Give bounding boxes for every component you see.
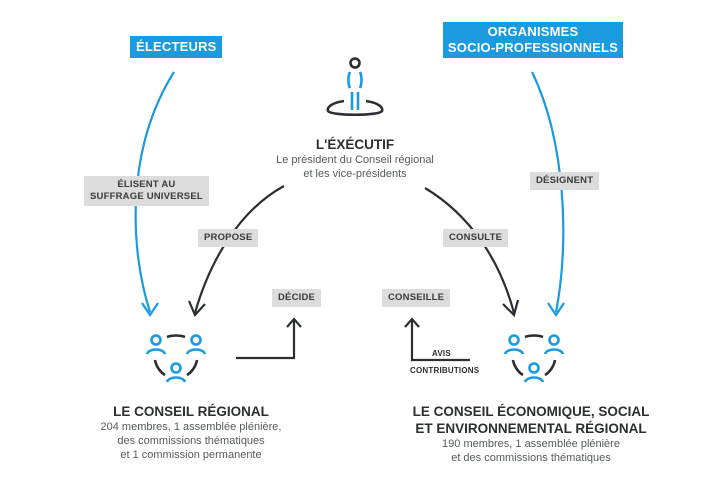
ceser-desc-line-1: 190 membres, 1 assemblée plénière: [442, 438, 620, 450]
arrow-decide: [236, 320, 296, 360]
executif-block: L'ÉXÉCUTIF Le président du Conseil régio…: [230, 136, 480, 181]
actor-electeurs: ÉLECTEURS: [130, 36, 222, 58]
conseil-regional-desc-line-2: des commissions thématiques: [117, 435, 265, 447]
group-network-icon: [503, 334, 565, 383]
group-network-icon: [145, 334, 207, 383]
ceser-block: LE CONSEIL ÉCONOMIQUE, SOCIAL ET ENVIRON…: [392, 403, 670, 465]
conseil-regional-desc-line-3: et 1 commission permanente: [120, 449, 262, 461]
tag-decide-label: DÉCIDE: [278, 292, 316, 303]
tag-avis-label: AVIS: [432, 349, 451, 358]
tag-consulte-label: CONSULTE: [449, 232, 503, 243]
tag-elisent-line-2: SUFFRAGE UNIVERSEL: [90, 191, 203, 202]
tag-designent-label: DÉSIGNENT: [536, 175, 594, 186]
arrowhead-conseille: [404, 317, 420, 328]
ceser-title-line-2: ET ENVIRONNEMENTAL RÉGIONAL: [415, 421, 647, 436]
arrowhead-decide: [286, 317, 302, 328]
arrow-conseille: [410, 320, 470, 362]
tag-contributions: CONTRIBUTIONS: [410, 366, 479, 375]
ceser-desc-line-2: et des commissions thématiques: [451, 452, 611, 464]
executif-desc-line-2: et les vice-présidents: [303, 168, 407, 180]
conseil-regional-desc-line-1: 204 membres, 1 assemblée plénière,: [100, 421, 282, 433]
arrowhead-designent: [547, 302, 565, 317]
tag-conseille-label: CONSEILLE: [388, 292, 445, 303]
tag-propose: PROPOSE: [198, 229, 259, 247]
tag-contributions-label: CONTRIBUTIONS: [410, 366, 480, 375]
executif-desc-line-1: Le président du Conseil régional: [276, 154, 434, 166]
tag-elisent-line-1: ÉLISENT AU: [117, 179, 176, 190]
tag-designent: DÉSIGNENT: [530, 172, 600, 190]
tag-propose-label: PROPOSE: [204, 232, 253, 243]
executif-title: L'ÉXÉCUTIF: [315, 137, 395, 152]
actor-organismes: ORGANISMES SOCIO-PROFESSIONNELS: [443, 22, 623, 58]
arrowhead-propose: [187, 300, 206, 318]
actor-electeurs-label: ÉLECTEURS: [136, 39, 217, 54]
tag-elisent: ÉLISENT AU SUFFRAGE UNIVERSEL: [84, 176, 209, 206]
actor-organismes-line-1: ORGANISMES: [487, 24, 579, 39]
person-on-platform-icon: [326, 57, 384, 117]
arrowhead-consulte: [502, 299, 520, 318]
arrowhead-elisent: [141, 302, 159, 317]
actor-organismes-line-2: SOCIO-PROFESSIONNELS: [447, 40, 619, 55]
conseil-regional-block: LE CONSEIL RÉGIONAL 204 membres, 1 assem…: [60, 403, 322, 462]
tag-conseille: CONSEILLE: [382, 289, 451, 307]
conseil-regional-title: LE CONSEIL RÉGIONAL: [113, 404, 269, 419]
ceser-title-line-1: LE CONSEIL ÉCONOMIQUE, SOCIAL: [412, 404, 650, 419]
arrow-designent: [531, 71, 565, 313]
tag-avis: AVIS: [432, 349, 451, 358]
tag-decide: DÉCIDE: [272, 289, 322, 307]
tag-consulte: CONSULTE: [443, 229, 509, 247]
